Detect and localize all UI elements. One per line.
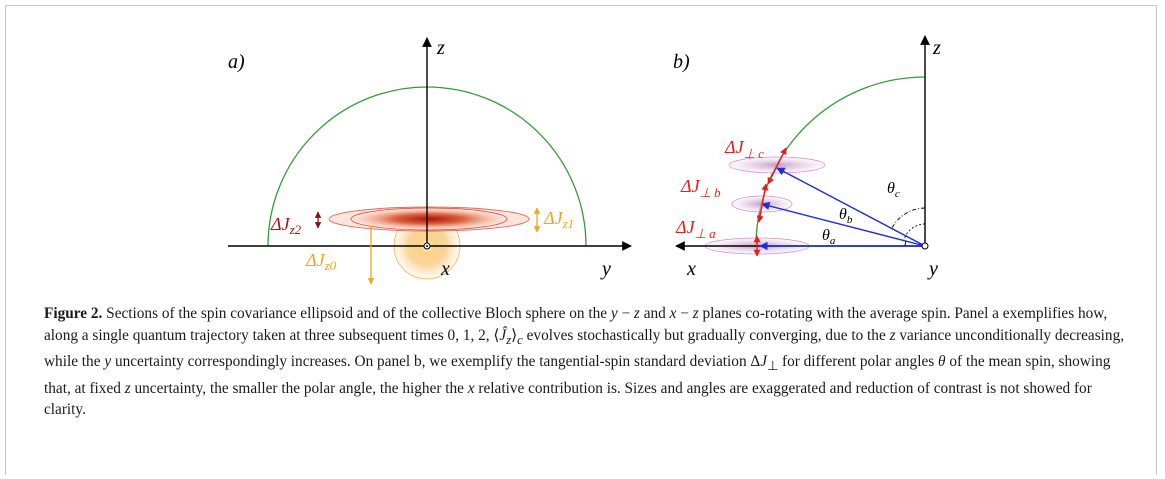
perp-c-label: ΔJ⊥ c [724,137,764,161]
theta-arc-c [891,207,926,229]
delta-jz1-label: ΔJz1 [543,208,574,231]
panel-a-label: a) [228,51,245,73]
panel-b-label: b) [673,51,690,73]
panel-b: b) z x y ΔJ⊥ c ΔJ⊥ b ΔJ⊥ a θc θb θa [673,35,941,280]
perp-b-label: ΔJ⊥ b [680,176,721,200]
perp-a-label: ΔJ⊥ a [675,217,716,241]
perp-c-arrow [767,147,787,185]
theta-arc-a [904,240,907,247]
figure-2-diagram: a) z x y ΔJz0 ΔJz1 ΔJz2 b) z x y ΔJ⊥ [228,35,941,285]
theta-a-label: θa [822,227,836,247]
ellipse-z1 [350,207,508,231]
axis-x-label-b: x [686,258,696,280]
axis-x-label-a: x [440,258,450,280]
delta-jz0-label: ΔJz0 [305,250,337,273]
perp-b-arrow [756,183,769,223]
theta-c-label: θc [887,180,900,200]
theta-arc-b [903,223,926,241]
caption-label: Figure 2. [44,305,103,322]
axis-z-label-a: z [436,37,445,59]
axis-z-label-b: z [932,37,941,59]
figure-frame [5,5,1157,475]
panel-a: a) z x y ΔJz0 ΔJz1 ΔJz2 [228,37,632,285]
theta-b-label: θb [839,206,853,226]
mean-spin-c [776,167,926,247]
origin-b [921,242,929,250]
mean-spin-b [761,201,926,247]
figure-caption: Figure 2. Sections of the spin covarianc… [44,305,1125,419]
axis-y-label-a: y [600,258,611,280]
axis-y-label-b: y [927,258,938,280]
delta-jz2-label: ΔJz2 [270,214,302,237]
